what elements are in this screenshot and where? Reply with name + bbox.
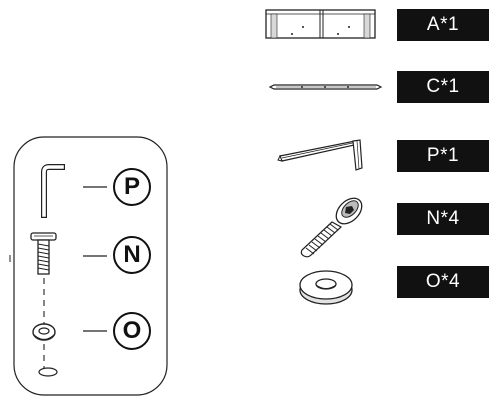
washer-icon (299, 270, 353, 305)
part-label-n: N*4 (397, 203, 489, 235)
legend-letter-p: P (113, 168, 151, 206)
panel-icon (265, 9, 376, 39)
hole-icon (38, 367, 58, 377)
legend-letter-n: N (113, 236, 151, 274)
part-label-c: C*1 (397, 71, 489, 103)
part-label-a: A*1 (397, 9, 489, 41)
hex-key-icon (277, 139, 363, 171)
bolt-icon (300, 197, 363, 258)
legend-washer-icon (32, 323, 56, 341)
legend-hex-key-icon (41, 164, 65, 218)
part-label-p: P*1 (397, 140, 489, 172)
rod-icon (268, 84, 383, 90)
part-label-o: O*4 (397, 266, 489, 298)
legend-bolt-icon (30, 232, 57, 275)
legend-letter-o: O (113, 312, 151, 350)
